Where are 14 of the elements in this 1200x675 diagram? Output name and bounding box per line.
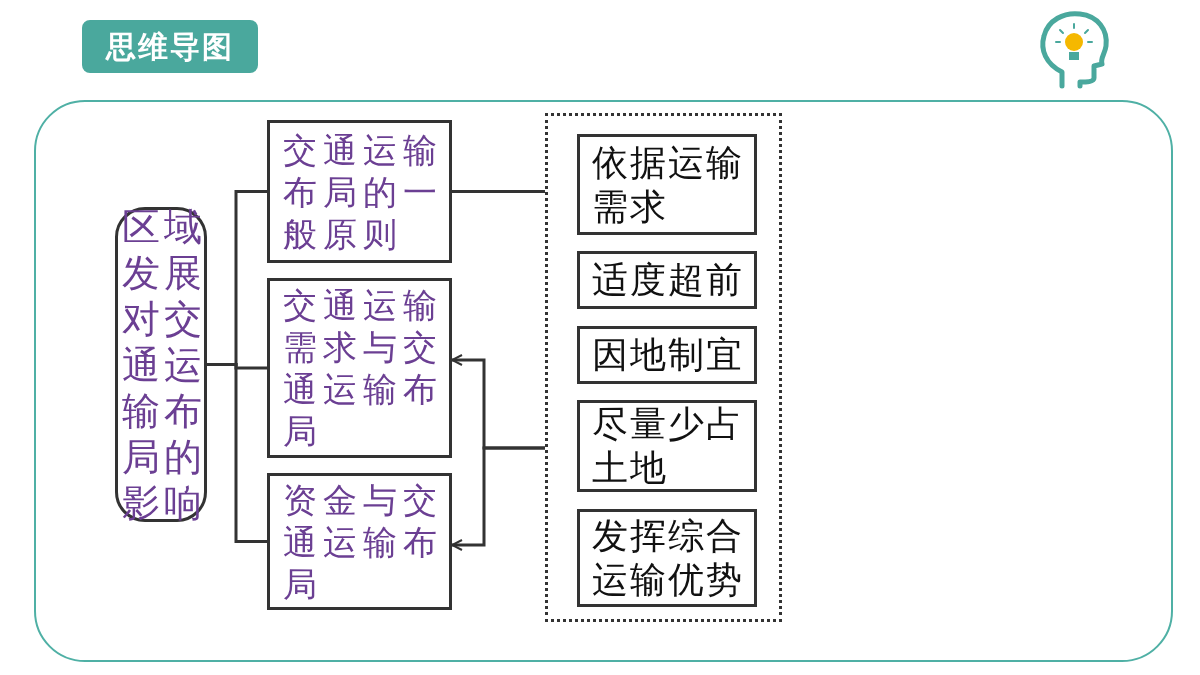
connector-line [452,190,545,193]
topic-box: 区域发展对交通运输布局的影响 [115,207,207,522]
arrow [451,446,545,551]
branch-box: 交通运输需求与交通运输布局 [267,278,452,458]
branch-box: 资金与交通运输布局 [267,473,452,610]
title-badge: 思维导图 [82,20,258,73]
principle-box: 发挥综合运输优势 [577,509,757,607]
principle-box: 因地制宜 [577,326,757,384]
principle-box: 尽量少占土地 [577,400,757,492]
dotted-group-box [545,113,782,622]
principle-box: 依据运输需求 [577,134,757,235]
connector-line [207,363,267,543]
principle-box: 适度超前 [577,251,757,309]
branch-box: 交通运输布局的一般原则 [267,120,452,263]
